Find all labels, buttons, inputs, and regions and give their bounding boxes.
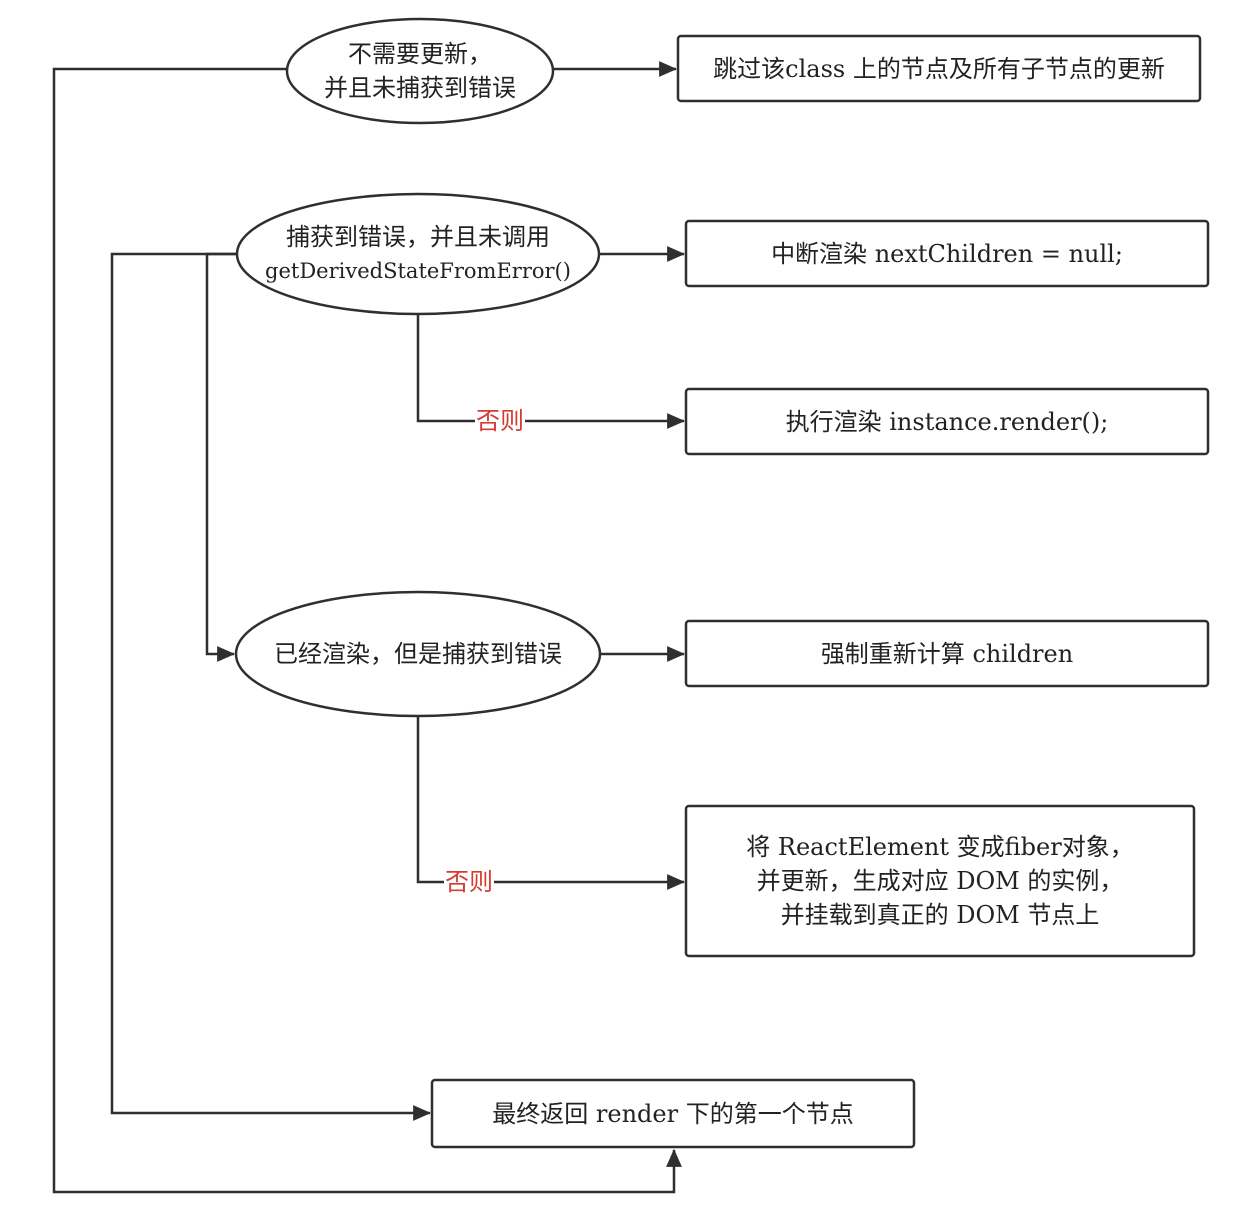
force-recompute-text: 强制重新计算 children: [820, 639, 1074, 668]
edge-error-otherwise-to-execute: [416, 314, 686, 429]
convert-to-fiber-line-3: 并挂载到真正的 DOM 节点上: [780, 901, 1100, 929]
convert-to-fiber-line-1: 将 ReactElement 变成fiber对象，: [746, 833, 1134, 861]
condition-error-no-gdsfe-label: 捕获到错误，并且未调用 getDerivedStateFromError(): [244, 218, 592, 290]
convert-to-fiber-label: 将 ReactElement 变成fiber对象， 并更新，生成对应 DOM 的…: [688, 808, 1192, 954]
edge-label-otherwise-1: 否则: [475, 406, 525, 436]
execute-render-label: 执行渲染 instance.render();: [688, 391, 1206, 452]
convert-to-fiber-box: [684, 804, 1196, 958]
execute-render-box: [684, 387, 1210, 456]
condition-no-update-line-2: 并且未捕获到错误: [324, 74, 516, 102]
skip-update-box: [676, 34, 1202, 103]
interrupt-render-box: [684, 219, 1210, 288]
condition-error-no-gdsfe-line-1: 捕获到错误，并且未调用: [286, 223, 550, 251]
return-first-child-text: 最终返回 render 下的第一个节点: [492, 1099, 854, 1128]
skip-update-text: 跳过该class 上的节点及所有子节点的更新: [713, 54, 1165, 83]
condition-no-update-label: 不需要更新， 并且未捕获到错误: [292, 32, 548, 110]
return-first-child-label: 最终返回 render 下的第一个节点: [434, 1082, 912, 1145]
edge-error-to-rendered-error: [205, 252, 237, 662]
condition-rendered-error-label: 已经渲染，但是捕获到错误: [246, 624, 590, 684]
force-recompute-label: 强制重新计算 children: [688, 623, 1206, 684]
interrupt-render-text: 中断渲染 nextChildren = null;: [771, 239, 1123, 268]
edge-no-update-to-return: [52, 67, 682, 1194]
execute-render-text: 执行渲染 instance.render();: [785, 407, 1109, 436]
return-first-child-box: [430, 1078, 916, 1149]
edge-rendered-error-otherwise-to-fiber: [416, 716, 686, 890]
edge-error-to-return: [110, 252, 432, 1121]
force-recompute-box: [684, 619, 1210, 688]
interrupt-render-label: 中断渲染 nextChildren = null;: [688, 223, 1206, 284]
skip-update-label: 跳过该class 上的节点及所有子节点的更新: [680, 38, 1198, 99]
condition-rendered-error-text: 已经渲染，但是捕获到错误: [274, 640, 562, 668]
edge-label-otherwise-2: 否则: [444, 867, 494, 897]
convert-to-fiber-line-2: 并更新，生成对应 DOM 的实例，: [756, 867, 1124, 895]
condition-error-no-gdsfe-line-2: getDerivedStateFromError(): [265, 259, 571, 283]
condition-no-update-line-1: 不需要更新，: [348, 40, 492, 68]
condition-no-update-shape: [285, 17, 555, 125]
